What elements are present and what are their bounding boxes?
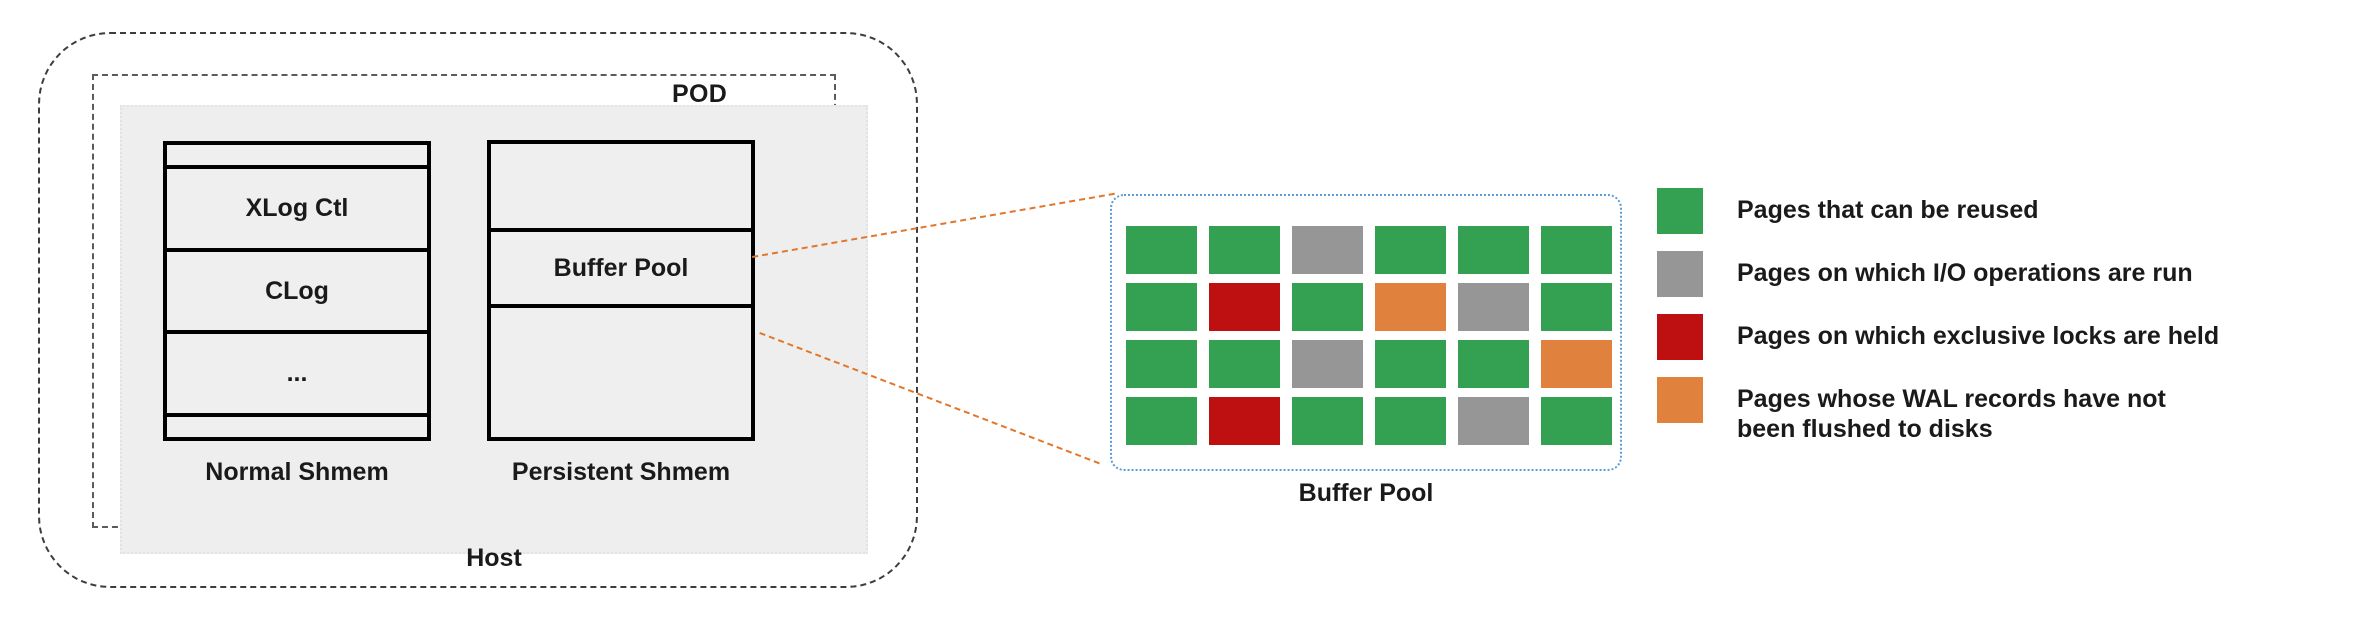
buffer-pool-cell [1292, 397, 1363, 445]
legend-label: Pages on which exclusive locks are held [1737, 322, 2220, 350]
buffer-pool-cell [1292, 283, 1363, 331]
legend-label: Pages whose WAL records have not been fl… [1737, 385, 2166, 443]
normal-shmem-box: XLog Ctl CLog ... [163, 141, 431, 441]
normal-shmem-segment-ellipsis: ... [167, 334, 427, 414]
legend-item: Pages on which exclusive locks are held [1657, 314, 2347, 360]
buffer-pool-cell [1458, 340, 1529, 388]
normal-shmem-segment-clog: CLog [167, 251, 427, 335]
buffer-pool-cell [1126, 340, 1197, 388]
buffer-pool-cell [1458, 283, 1529, 331]
legend-item: Pages that can be reused [1657, 188, 2347, 234]
buffer-pool-cell [1541, 397, 1612, 445]
normal-shmem-segment-bottom [167, 413, 427, 438]
legend-label: Pages on which I/O operations are run [1737, 259, 2193, 287]
buffer-pool-cell [1375, 397, 1446, 445]
buffer-pool-grid [1126, 226, 1612, 445]
normal-shmem-segment-xlog-ctl: XLog Ctl [167, 169, 427, 252]
legend-item: Pages whose WAL records have not been fl… [1657, 377, 2347, 444]
legend-swatch-gray [1657, 251, 1703, 297]
legend-swatch-orange [1657, 377, 1703, 423]
buffer-pool-cell [1458, 226, 1529, 274]
buffer-pool-cell [1209, 340, 1280, 388]
normal-shmem-caption: Normal Shmem [205, 458, 389, 486]
buffer-pool-cell [1126, 397, 1197, 445]
buffer-pool-cell [1375, 226, 1446, 274]
buffer-pool-cell [1541, 226, 1612, 274]
host-boundary [38, 32, 918, 588]
persistent-shmem-box: Buffer Pool [487, 140, 755, 441]
buffer-pool-cell [1541, 283, 1612, 331]
buffer-pool-cell [1209, 283, 1280, 331]
buffer-pool-cell [1126, 283, 1197, 331]
buffer-pool-cell [1458, 397, 1529, 445]
host-label: Host [466, 544, 522, 572]
buffer-pool-cell [1375, 283, 1446, 331]
buffer-pool-cell [1126, 226, 1197, 274]
legend-item: Pages on which I/O operations are run [1657, 251, 2347, 297]
legend-swatch-red [1657, 314, 1703, 360]
legend-swatch-green [1657, 188, 1703, 234]
buffer-pool-cell [1209, 397, 1280, 445]
persistent-shmem-segment-buffer-pool: Buffer Pool [491, 232, 751, 308]
buffer-pool-cell [1292, 340, 1363, 388]
buffer-pool-cell [1541, 340, 1612, 388]
persistent-shmem-caption: Persistent Shmem [511, 458, 731, 486]
persistent-shmem-segment-top [491, 144, 751, 232]
legend-label: Pages that can be reused [1737, 196, 2039, 224]
persistent-shmem-segment-bottom [491, 308, 751, 437]
normal-shmem-segment-top [167, 145, 427, 169]
buffer-pool-detail-caption: Buffer Pool [1298, 479, 1434, 507]
buffer-pool-cell [1292, 226, 1363, 274]
buffer-pool-cell [1209, 226, 1280, 274]
buffer-pool-cell [1375, 340, 1446, 388]
buffer-pool-detail-frame [1110, 194, 1622, 471]
pod-label: POD [672, 80, 728, 108]
